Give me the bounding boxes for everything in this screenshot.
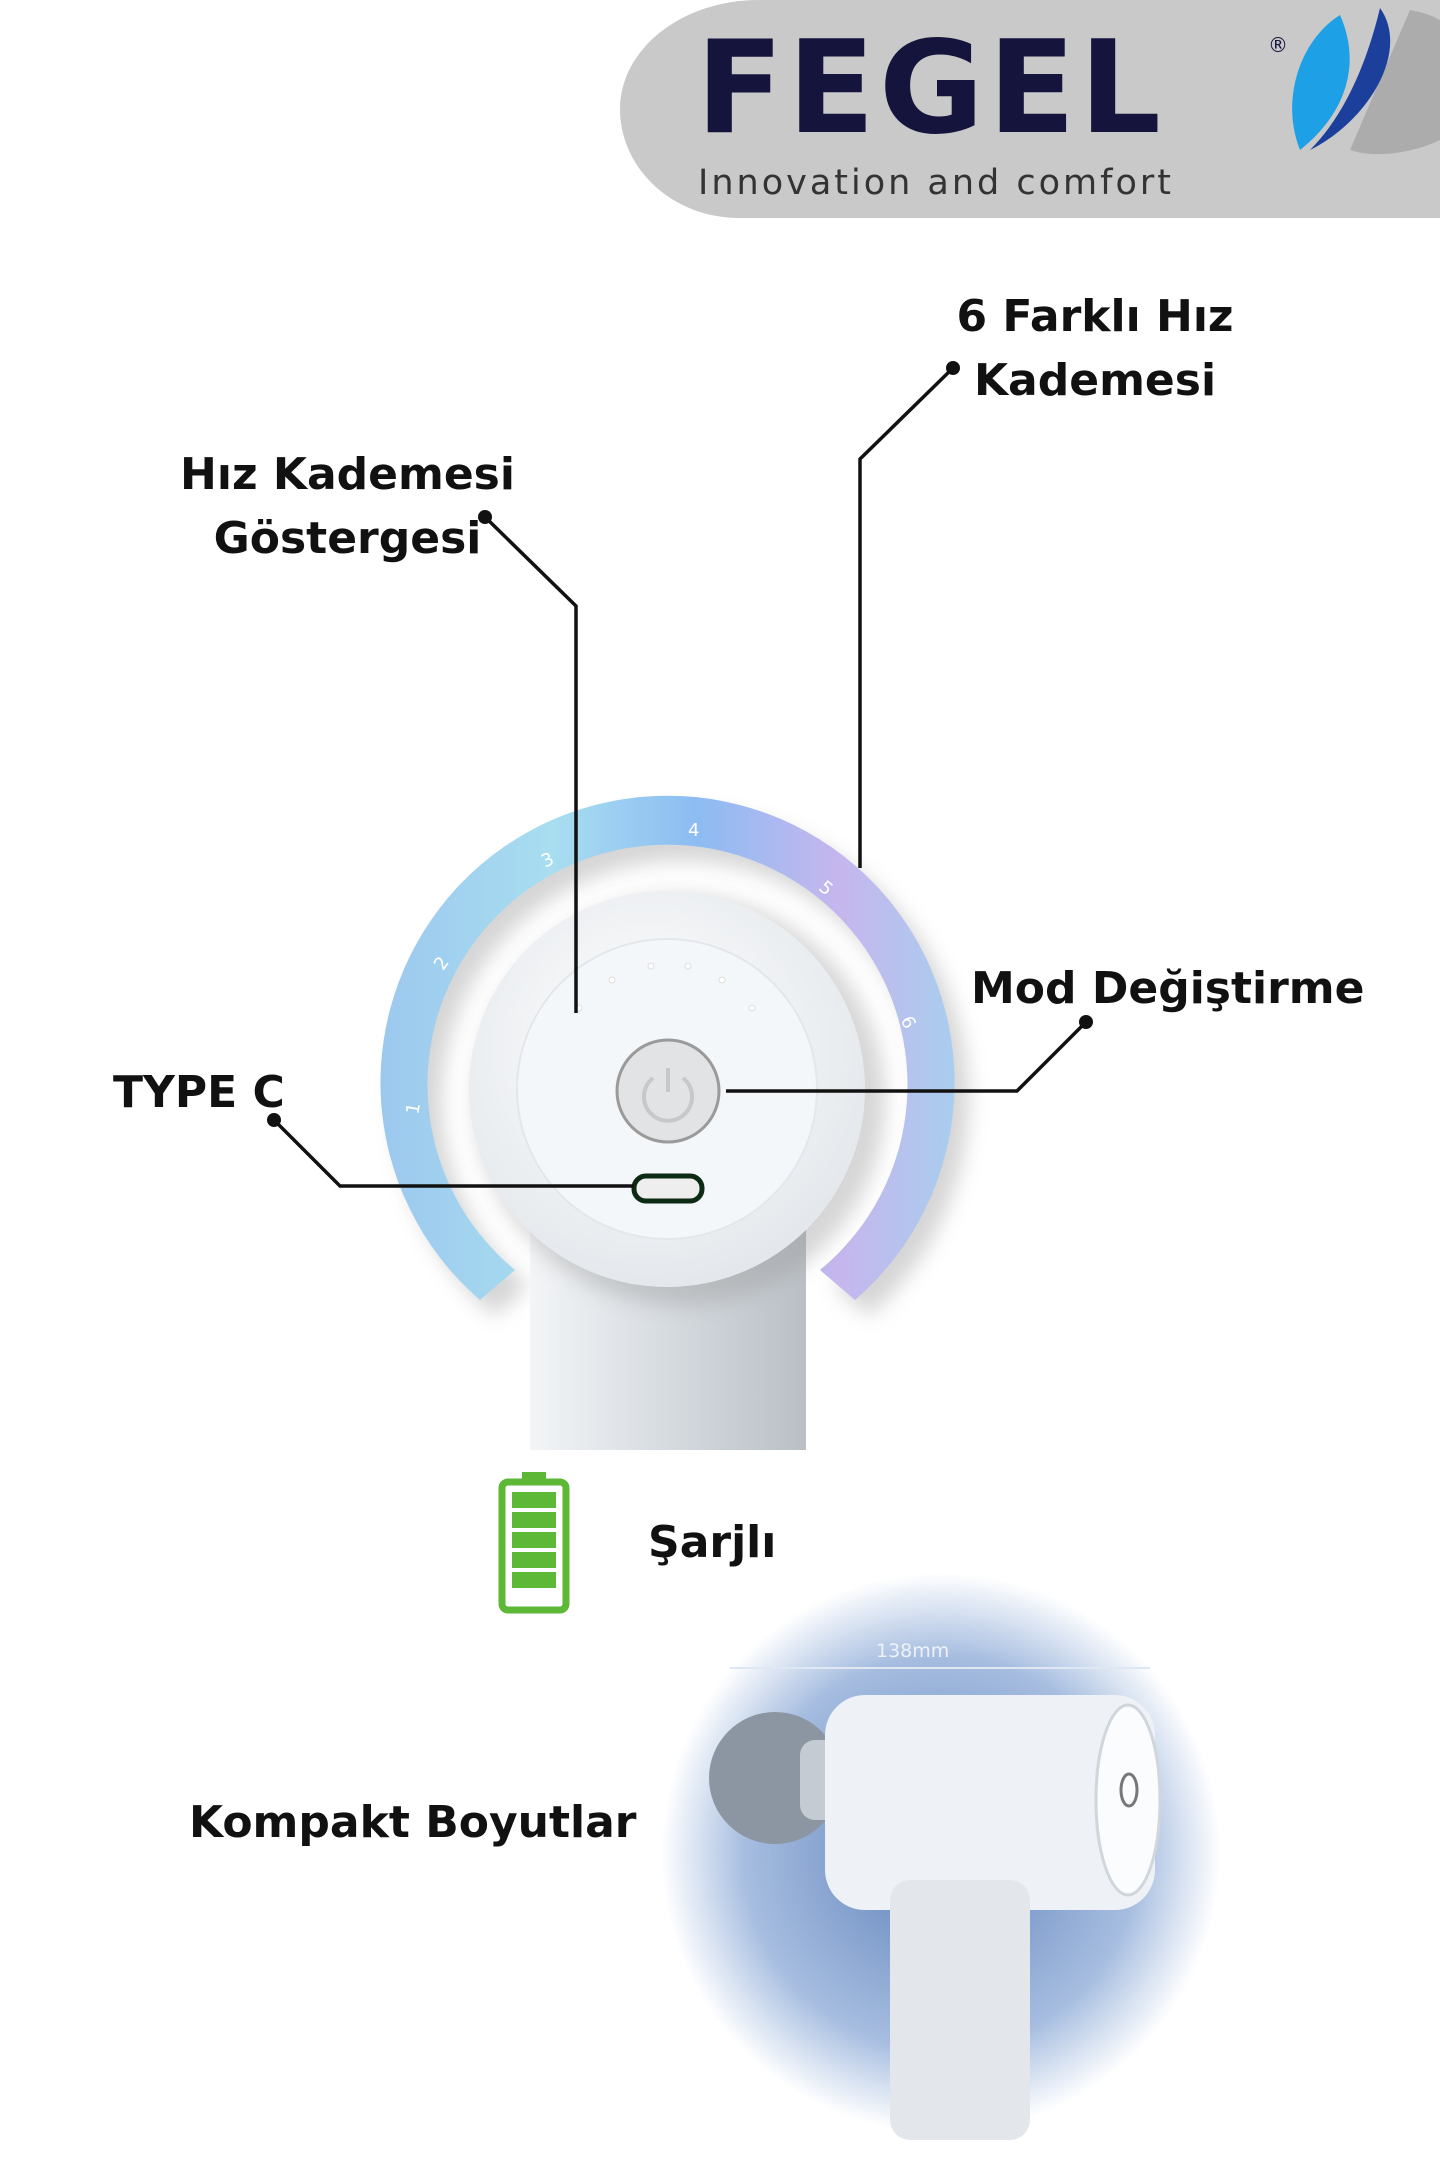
registered-mark: ® xyxy=(1268,33,1288,57)
callout-line-1: 6 Farklı Hız xyxy=(956,291,1234,342)
callout-line-2: Kademesi xyxy=(973,355,1217,406)
brand-name: FEGEL xyxy=(696,14,1165,163)
compact-label: Kompakt Boyutlar xyxy=(189,1797,637,1848)
callout-type-c: TYPE C xyxy=(113,1067,285,1118)
dimension-label: 138mm xyxy=(876,1640,950,1662)
power-icon xyxy=(642,1076,694,1123)
callout-line-2: Göstergesi xyxy=(213,513,482,564)
speed-ring xyxy=(380,795,969,1316)
battery-label: Şarjlı xyxy=(648,1517,777,1568)
brand-tagline: Innovation and comfort xyxy=(698,163,1175,203)
brand-logo-banner: FEGEL ® Innovation and comfort xyxy=(620,0,1440,218)
ring-label-4: 4 xyxy=(688,820,700,841)
callout-speed-levels: 6 Farklı Hız Kademesi xyxy=(890,285,1300,413)
compact-device-image xyxy=(661,1573,1221,2140)
usb-c-port xyxy=(631,1173,705,1204)
callout-speed-indicator: Hız Kademesi Göstergesi xyxy=(140,443,555,571)
leaf-logo-icon xyxy=(1292,8,1440,155)
callout-mode-change: Mod Değiştirme xyxy=(971,963,1365,1014)
battery-icon xyxy=(498,1472,570,1614)
callout-lines xyxy=(272,366,1088,1188)
callout-line-1: Hız Kademesi xyxy=(180,449,515,500)
power-button[interactable] xyxy=(615,1038,721,1144)
